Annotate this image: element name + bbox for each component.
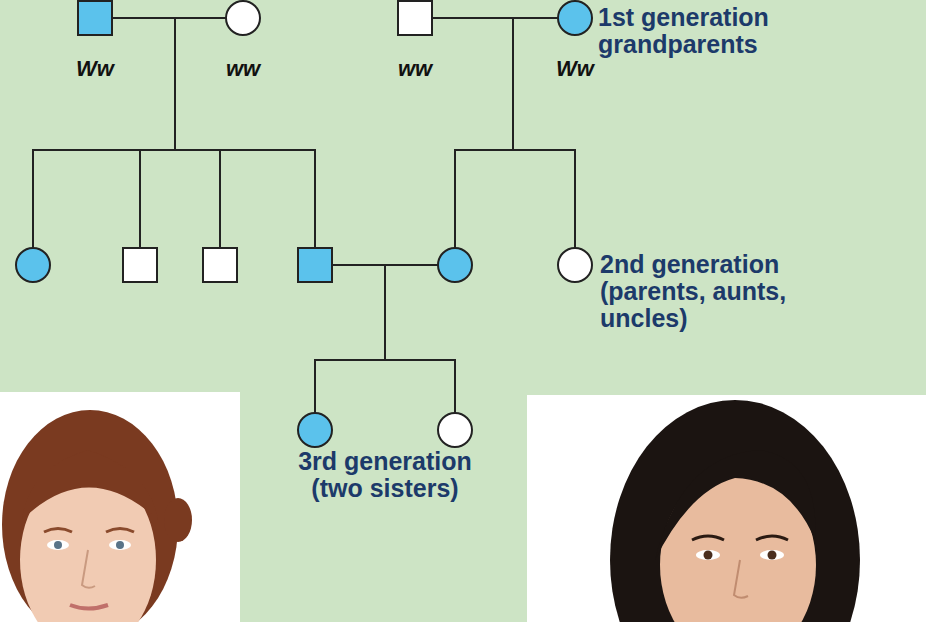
genotype-label: Ww bbox=[545, 56, 605, 82]
female-symbol bbox=[557, 0, 593, 36]
generation-label: 2nd generation (parents, aunts, uncles) bbox=[600, 251, 850, 332]
photo-left bbox=[0, 392, 240, 622]
pedigree-symbols bbox=[16, 248, 592, 447]
pedigree-person: Ww bbox=[545, 0, 605, 82]
mating-line bbox=[432, 17, 558, 19]
genotype-label: ww bbox=[213, 56, 273, 82]
female-symbol bbox=[225, 0, 261, 36]
mating-line bbox=[112, 17, 226, 19]
pedigree-person: Ww bbox=[65, 0, 125, 82]
pedigree-person: ww bbox=[213, 0, 273, 82]
male-symbol bbox=[77, 0, 113, 36]
generation-label: 1st generation grandparents bbox=[598, 4, 848, 58]
photo-right bbox=[527, 395, 926, 622]
pedigree-lines bbox=[32, 17, 576, 413]
generation-label: 3rd generation (two sisters) bbox=[275, 448, 495, 502]
genotype-label: Ww bbox=[65, 56, 125, 82]
male-symbol bbox=[397, 0, 433, 36]
genotype-label: ww bbox=[385, 56, 445, 82]
pedigree-person: ww bbox=[385, 0, 445, 82]
